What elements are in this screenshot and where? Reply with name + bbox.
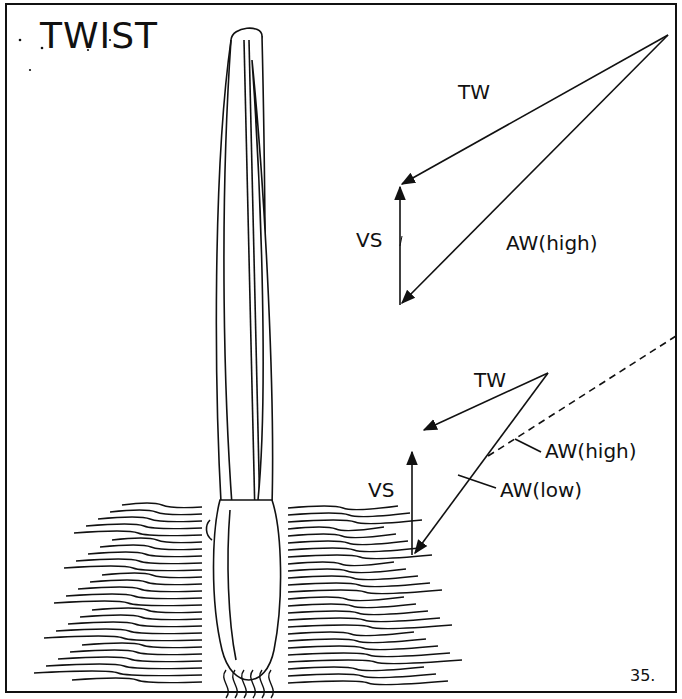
wake-stroke: [242, 670, 247, 698]
water-stroke: [54, 601, 202, 606]
boat-speed-vector: [411, 452, 413, 555]
hull: [214, 500, 281, 680]
water-stroke: [288, 541, 408, 545]
sail-curve: [224, 40, 236, 555]
water-stroke: [288, 667, 424, 671]
water-stroke: [288, 632, 414, 636]
vector-diagrams: [400, 35, 676, 555]
water-stroke: [288, 653, 450, 657]
water-stroke: [288, 646, 438, 650]
water-stroke: [288, 520, 422, 524]
water-stroke: [74, 531, 202, 536]
water-stroke: [46, 664, 202, 669]
wake-stroke: [251, 670, 256, 698]
vector-label: VS: [368, 480, 394, 500]
water-stroke: [288, 506, 398, 510]
water-stroke: [92, 608, 202, 613]
water-stroke: [288, 569, 406, 573]
frame: [6, 4, 676, 692]
water-stroke: [288, 583, 430, 587]
water-stroke: [110, 510, 202, 515]
jib: [252, 60, 273, 505]
water-stroke: [288, 562, 394, 566]
water-stroke: [288, 527, 384, 531]
tick: [400, 236, 402, 246]
wake-stroke: [260, 670, 265, 698]
water-stroke: [68, 622, 202, 627]
water-stroke: [122, 503, 202, 508]
diagram-title: TWIST: [40, 18, 158, 54]
vector-label: VS: [356, 230, 382, 250]
water-stroke: [288, 660, 462, 664]
water-stroke: [66, 594, 202, 599]
water-stroke: [288, 555, 432, 559]
leader-line: [515, 439, 541, 452]
water-stroke: [78, 587, 202, 592]
water-stroke: [72, 678, 202, 683]
water-stroke: [288, 611, 428, 615]
water-stroke: [58, 657, 202, 662]
water-stroke: [34, 671, 202, 676]
water-stroke: [82, 643, 202, 648]
vector-label: AW(high): [506, 233, 598, 253]
sailboat: [206, 28, 280, 680]
hull-edge: [206, 520, 212, 540]
water-stroke: [88, 552, 202, 557]
water-stroke: [64, 566, 202, 571]
page-number: 35.: [630, 668, 655, 684]
water-stroke: [288, 625, 452, 629]
water-stroke: [288, 576, 418, 580]
water-stroke: [90, 580, 202, 585]
water-stroke: [100, 545, 202, 550]
water-stroke: [288, 639, 426, 643]
water-stroke: [288, 674, 436, 678]
vector-label: AW(high): [545, 441, 637, 461]
vector-label: TW: [458, 82, 490, 102]
hull-line: [228, 510, 236, 660]
water-stroke: [80, 615, 202, 620]
water-stroke: [288, 548, 420, 552]
leader-line: [458, 475, 496, 488]
true-wind-vector: [402, 35, 668, 184]
wake-stroke: [224, 670, 229, 698]
water-stroke: [288, 534, 396, 538]
apparent-wind-vector: [415, 373, 548, 553]
water-stroke: [112, 538, 202, 543]
water-stroke: [288, 590, 442, 594]
vector-label: TW: [474, 370, 506, 390]
water-stroke: [70, 650, 202, 655]
water-stroke: [56, 629, 202, 634]
water-hatching: [34, 503, 462, 698]
water-stroke: [288, 604, 416, 608]
water-stroke: [86, 524, 202, 529]
water-stroke: [288, 513, 410, 517]
vector-label: AW(low): [500, 480, 582, 500]
water-stroke: [76, 559, 202, 564]
water-stroke: [98, 517, 202, 522]
apparent-wind-high-dashed: [485, 336, 676, 458]
water-stroke: [102, 573, 202, 578]
water-stroke: [44, 636, 202, 641]
wake-stroke: [233, 670, 238, 698]
wake-stroke: [269, 670, 274, 698]
water-stroke: [288, 681, 448, 685]
water-stroke: [288, 597, 404, 601]
apparent-wind-vector: [402, 35, 668, 303]
water-stroke: [288, 618, 440, 622]
